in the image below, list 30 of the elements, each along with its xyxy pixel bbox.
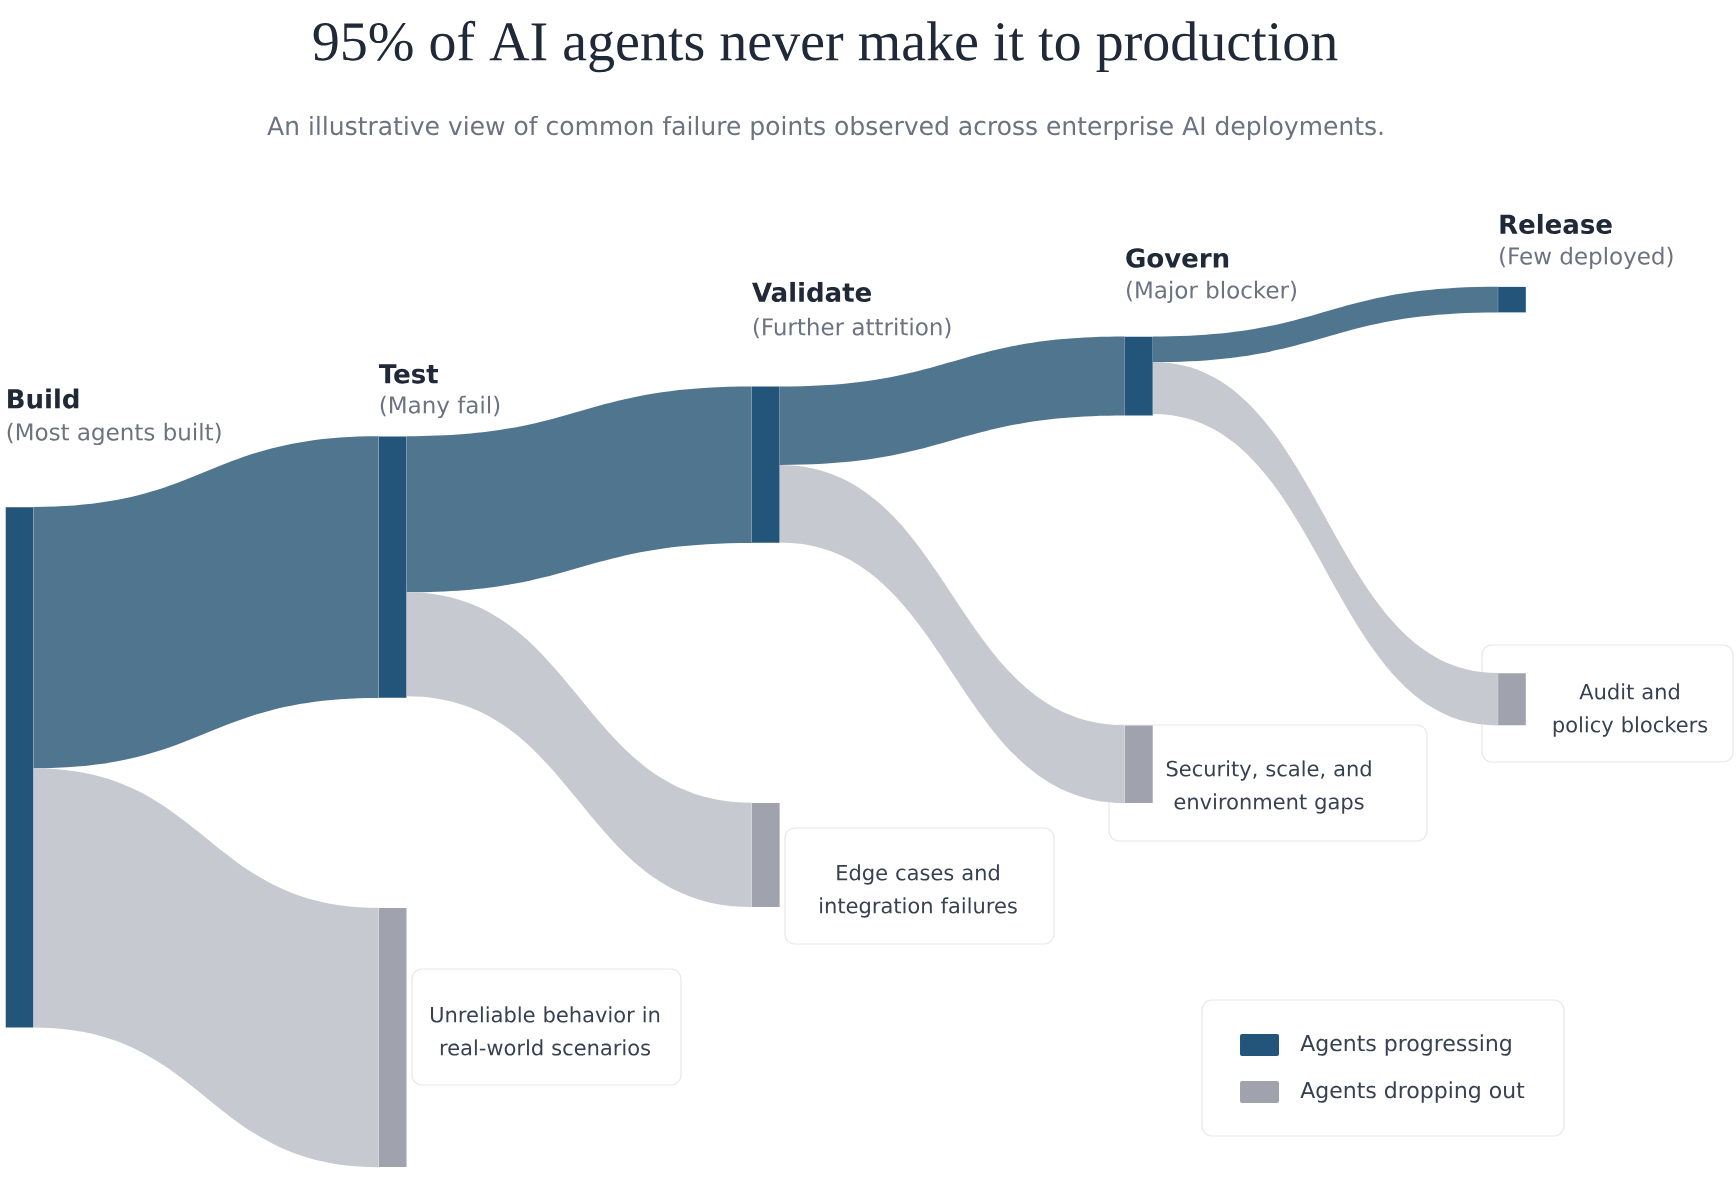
legend-label: Agents dropping out [1300, 1081, 1525, 1103]
stage-label: Build [8, 388, 79, 409]
callout-box: Audit and policy blockers [1481, 644, 1734, 763]
subtitle: An illustrative view of common failure points observed across enterprise AI deployments. [267, 115, 1383, 141]
stage-sublabel: (Further attrition) [753, 317, 951, 339]
stage-sublabel: (Major blocker) [1127, 280, 1296, 304]
flow-band [406, 592, 752, 908]
stage-label: Test [378, 364, 439, 384]
stage-label: Validate [752, 281, 871, 303]
drop-bar [751, 802, 780, 907]
flow-band [1152, 362, 1498, 726]
callout-box: Security, scale, and environment gaps [1108, 724, 1428, 842]
flow-band [406, 386, 752, 593]
flow-band [33, 768, 379, 1168]
legend-label: Agents progressing [1300, 1034, 1511, 1056]
callout-box: Unreliable behavior in real-world scenarios [411, 968, 682, 1086]
flow-band [779, 465, 1125, 804]
stage-sublabel: (Most agents built) [7, 422, 221, 446]
drop-bar [1498, 673, 1526, 726]
flow-band [1152, 286, 1498, 363]
stage-label: Govern [1126, 248, 1229, 268]
stage-label: Release [1500, 213, 1612, 235]
stage-sublabel: (Few deployed) [1500, 246, 1673, 270]
drop-bar [1125, 725, 1153, 803]
drop-bar [378, 908, 407, 1168]
flow-band [33, 436, 379, 769]
title: 95% of AI agents never make it to production [313, 20, 1338, 73]
stage-sublabel: (Many fail) [380, 395, 500, 419]
flow-band [779, 336, 1125, 465]
callout-box: Edge cases and integration failures [784, 827, 1055, 945]
